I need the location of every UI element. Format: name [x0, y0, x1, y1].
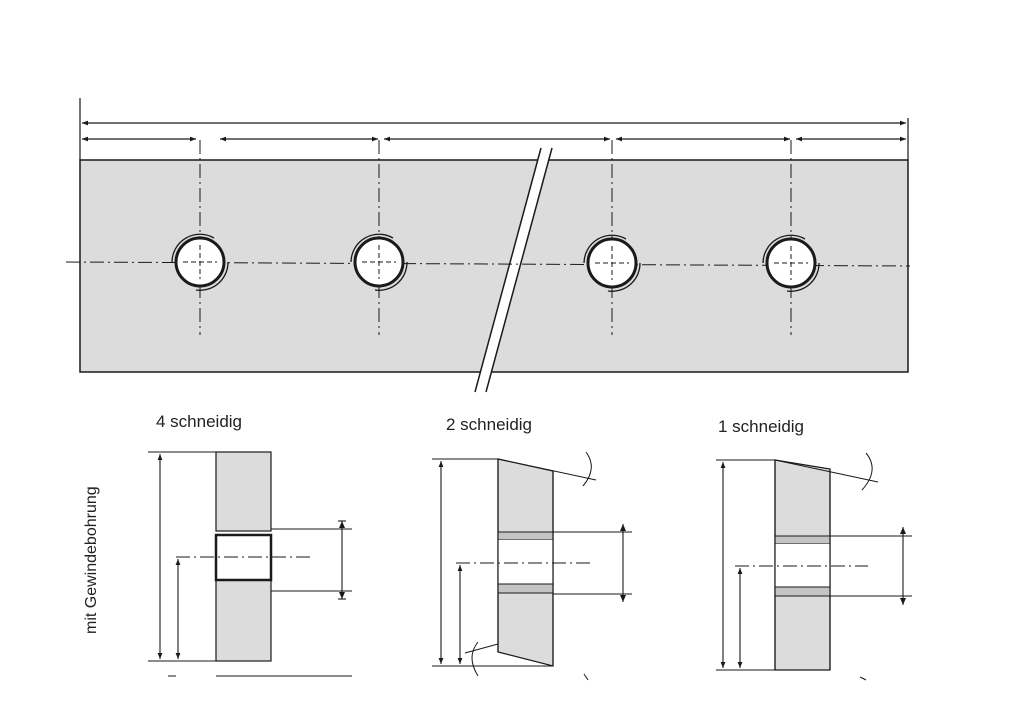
section-1-schneidig [716, 452, 912, 681]
section-2-bore-upper-edge [497, 531, 554, 541]
section-2-schneidig [432, 451, 632, 681]
label-mit-gewindebohrung: mit Gewindebohrung [83, 486, 100, 634]
break-line-left [474, 147, 542, 393]
section-4-body-upper [215, 451, 272, 532]
section-4-schneidig [148, 451, 352, 677]
hole-2 [350, 233, 408, 291]
label-1-schneidig: 1 schneidig [718, 417, 805, 436]
section-2-top-angle-arc [582, 451, 592, 487]
section-2-bore [498, 540, 553, 584]
section-2-bore-lower-edge [497, 583, 554, 594]
hole-4 [762, 234, 820, 292]
hole-1 [171, 233, 229, 291]
section-2-bottom-angle-arc [471, 641, 479, 677]
section-1-bore-lower-edge [774, 586, 831, 597]
break-line-right [485, 147, 553, 393]
blade-front-view [65, 98, 911, 393]
section-1-bore-upper-edge [774, 535, 831, 545]
label-2-schneidig: 2 schneidig [446, 415, 533, 434]
label-4-schneidig: 4 schneidig [156, 412, 243, 431]
break-gap [475, 148, 552, 392]
hole-3 [583, 234, 641, 292]
section-1-top-angle-arc [861, 452, 873, 491]
section-4-body-lower [215, 579, 272, 662]
